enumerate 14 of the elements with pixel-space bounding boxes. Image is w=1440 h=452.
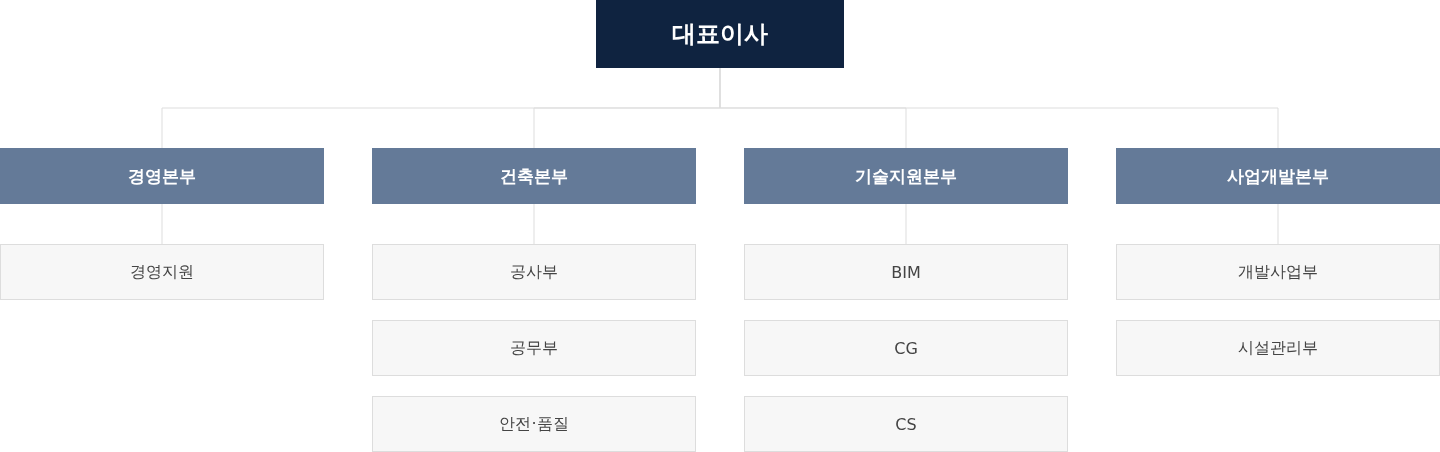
head-box: 대표이사 — [596, 0, 844, 68]
department-box: CS — [744, 396, 1068, 452]
department-box: 공사부 — [372, 244, 696, 300]
division-box: 건축본부 — [372, 148, 696, 204]
department-box: 시설관리부 — [1116, 320, 1440, 376]
department-box: 경영지원 — [0, 244, 324, 300]
division-box: 기술지원본부 — [744, 148, 1068, 204]
department-box: CG — [744, 320, 1068, 376]
department-box: 공무부 — [372, 320, 696, 376]
department-box: 개발사업부 — [1116, 244, 1440, 300]
division-box: 경영본부 — [0, 148, 324, 204]
division-box: 사업개발본부 — [1116, 148, 1440, 204]
department-box: BIM — [744, 244, 1068, 300]
department-box: 안전·품질 — [372, 396, 696, 452]
